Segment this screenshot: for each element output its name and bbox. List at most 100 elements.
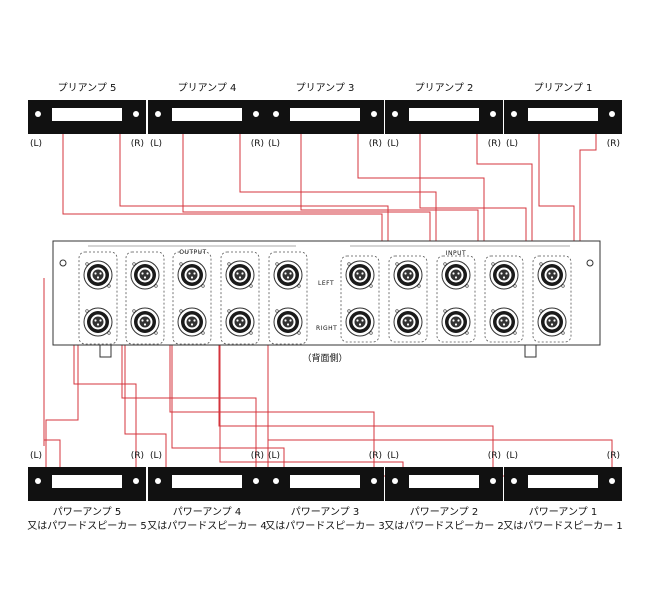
power-amp-4-sublabel: 又はパワードスピーカー 4 bbox=[147, 520, 267, 532]
power-amp-3-label: パワーアンプ 3 bbox=[291, 506, 359, 518]
output-1-outline bbox=[268, 251, 308, 345]
power-amp-2-right-label: (R) bbox=[488, 451, 501, 461]
power-amp-5-right-label: (R) bbox=[131, 451, 144, 461]
power-amp-1-left-label: (L) bbox=[506, 451, 518, 461]
preamp-5: プリアンプ 5(L)(R) bbox=[28, 82, 146, 149]
preamp-2-label: プリアンプ 2 bbox=[415, 82, 474, 94]
preamp-1-hole-left bbox=[511, 111, 517, 117]
input-5-outline bbox=[340, 255, 380, 343]
power-amp-3-hole-right bbox=[371, 478, 377, 484]
power-amp-2-window bbox=[409, 475, 479, 488]
input-4-right-jack bbox=[393, 307, 423, 337]
input-1-left-jack bbox=[537, 260, 567, 290]
power-amp-1-label: パワーアンプ 1 bbox=[529, 506, 597, 518]
power-amp-2-label: パワーアンプ 2 bbox=[410, 506, 478, 518]
input-2-right-jack bbox=[489, 307, 519, 337]
preamp-3: プリアンプ 3 (L) (R) bbox=[266, 82, 384, 149]
output-2-right-jack bbox=[225, 307, 255, 337]
output-1-right-jack bbox=[273, 307, 303, 337]
preamp-4-right-label: (R) bbox=[251, 139, 264, 149]
preamp-4-label: プリアンプ 4 bbox=[178, 82, 237, 94]
power-amp-1-hole-right bbox=[609, 478, 615, 484]
preamp-2-window bbox=[409, 108, 479, 121]
power-amp-1: (L) (R) パワーアンプ 1 又はパワードスピーカー 1 bbox=[503, 451, 623, 532]
rear-side-caption: （背面側） bbox=[302, 352, 347, 364]
power-amp-4-hole-left bbox=[155, 478, 161, 484]
output-2-left-jack bbox=[225, 260, 255, 290]
preamp-2-right-label: (R) bbox=[488, 139, 501, 149]
output-5-outline bbox=[78, 251, 118, 345]
preamp-2-left-label: (L) bbox=[387, 139, 399, 149]
preamp-1-hole-right bbox=[609, 111, 615, 117]
input-2-outline bbox=[484, 255, 524, 343]
power-amp-4-right-label: (R) bbox=[251, 451, 264, 461]
output-3-left-jack bbox=[177, 260, 207, 290]
power-amp-3-window bbox=[290, 475, 360, 488]
preamp-5-right-label: (R) bbox=[131, 139, 144, 149]
preamp-3-hole-left bbox=[273, 111, 279, 117]
preamp-5-left-label: (L) bbox=[30, 139, 42, 149]
rear-panel-foot-right bbox=[524, 344, 537, 358]
preamp-3-right-label: (R) bbox=[369, 139, 382, 149]
preamp-3-window bbox=[290, 108, 360, 121]
preamp-5-hole-left bbox=[35, 111, 41, 117]
power-amp-3-left-label: (L) bbox=[268, 451, 280, 461]
preamp-3-left-label: (L) bbox=[268, 139, 280, 149]
power-amp-5-hole-left bbox=[35, 478, 41, 484]
connector-grid bbox=[78, 251, 572, 345]
input-3-left-jack bbox=[441, 260, 471, 290]
power-amp-5: (L) (R) パワーアンプ 5 又はパワードスピーカー 5 bbox=[27, 451, 147, 532]
preamp-1-right-label: (R) bbox=[607, 139, 620, 149]
right-label: RIGHT bbox=[316, 325, 337, 332]
power-amp-2-hole-left bbox=[392, 478, 398, 484]
power-amp-5-left-label: (L) bbox=[30, 451, 42, 461]
output-5-left-jack bbox=[83, 260, 113, 290]
output-5-right-jack bbox=[83, 307, 113, 337]
power-amp-1-right-label: (R) bbox=[607, 451, 620, 461]
output-label: OUTPUT bbox=[179, 249, 206, 256]
power-amp-4-left-label: (L) bbox=[150, 451, 162, 461]
input-1-right-jack bbox=[537, 307, 567, 337]
preamp-1: プリアンプ 1(L)(R) bbox=[504, 82, 622, 149]
power-amp-5-window bbox=[52, 475, 122, 488]
preamp-2: プリアンプ 2 (L) (R) bbox=[385, 82, 503, 149]
input-label: INPUT bbox=[446, 250, 466, 257]
power-amp-2-sublabel: 又はパワードスピーカー 2 bbox=[384, 520, 504, 532]
output-4-left-jack bbox=[130, 260, 160, 290]
preamp-3-hole-right bbox=[371, 111, 377, 117]
input-1-outline bbox=[532, 255, 572, 343]
power-amp-row: (L) (R) パワーアンプ 5 又はパワードスピーカー 5 (L) (R) パワーアンプ … bbox=[27, 451, 623, 532]
rack-screw-right bbox=[586, 259, 594, 267]
power-amp-4-hole-right bbox=[253, 478, 259, 484]
rear-panel-foot-left bbox=[99, 344, 112, 358]
preamp-4-left-label: (L) bbox=[150, 139, 162, 149]
power-amp-5-label: パワーアンプ 5 bbox=[53, 506, 121, 518]
input-2-left-jack bbox=[489, 260, 519, 290]
power-amp-2-left-label: (L) bbox=[387, 451, 399, 461]
preamp-4-hole-right bbox=[253, 111, 259, 117]
input-4-left-jack bbox=[393, 260, 423, 290]
power-amp-3-sublabel: 又はパワードスピーカー 3 bbox=[265, 520, 385, 532]
preamp-5-hole-right bbox=[133, 111, 139, 117]
preamp-1-window bbox=[528, 108, 598, 121]
power-amp-2-hole-right bbox=[490, 478, 496, 484]
power-amp-1-sublabel: 又はパワードスピーカー 1 bbox=[503, 520, 623, 532]
power-amp-2: (L) (R) パワーアンプ 2 又はパワードスピーカー 2 bbox=[384, 451, 504, 532]
preamp-1-label: プリアンプ 1 bbox=[534, 82, 593, 94]
preamp-4-hole-left bbox=[155, 111, 161, 117]
power-amp-4-window bbox=[172, 475, 242, 488]
left-label: LEFT bbox=[318, 280, 334, 287]
rack-screw-left bbox=[59, 259, 67, 267]
power-amp-5-hole-right bbox=[133, 478, 139, 484]
power-amp-5-sublabel: 又はパワードスピーカー 5 bbox=[27, 520, 147, 532]
preamp-3-label: プリアンプ 3 bbox=[296, 82, 355, 94]
input-3-right-jack bbox=[441, 307, 471, 337]
preamp-2-hole-right bbox=[490, 111, 496, 117]
power-amp-3-hole-left bbox=[273, 478, 279, 484]
power-amp-1-window bbox=[528, 475, 598, 488]
preamp-row: プリアンプ 5(L)(R)プリアンプ 4(L)(R)プリアンプ 3(L)(R)プ… bbox=[28, 82, 622, 149]
preamp-2-hole-left bbox=[392, 111, 398, 117]
